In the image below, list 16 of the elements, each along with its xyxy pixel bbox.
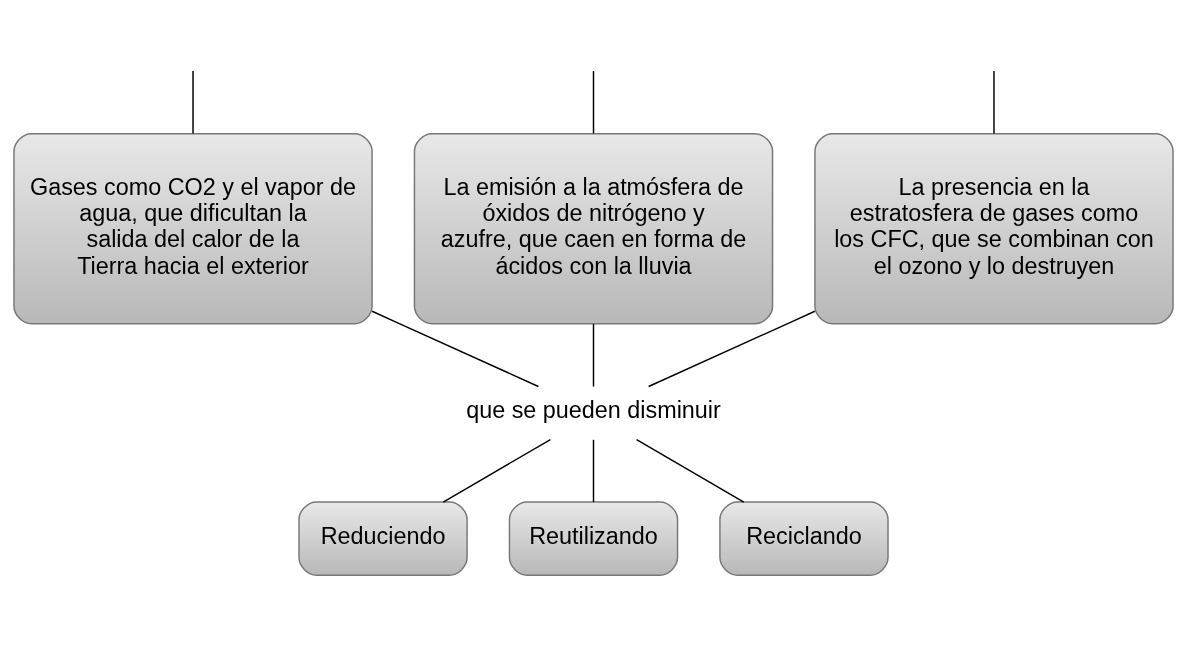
connector (592, 70, 595, 135)
connector (647, 310, 816, 388)
connector (442, 438, 552, 503)
node-box: Reciclando (719, 501, 889, 576)
connector (592, 439, 595, 503)
node-box: Gases como CO2 y el vapor de agua, que dificultan la salida del calor de la Tierra hacia el exterior (13, 133, 373, 325)
node-box: Reduciendo (298, 501, 468, 576)
node-box: La presencia en la estratosfera de gases como los CFC, que se combinan con el ozono y lo destruyen (814, 133, 1174, 325)
node-text: que se pueden disminuir (466, 397, 721, 424)
connector (635, 438, 745, 503)
node-box: La emisión a la atmósfera de óxidos de nitrógeno y azufre, que caen en forma de ácidos con la lluvia (413, 133, 774, 325)
connector (371, 310, 540, 388)
connector (993, 70, 995, 135)
connector (592, 323, 595, 388)
connector (192, 70, 194, 135)
node-box: Reutilizando (508, 501, 679, 576)
